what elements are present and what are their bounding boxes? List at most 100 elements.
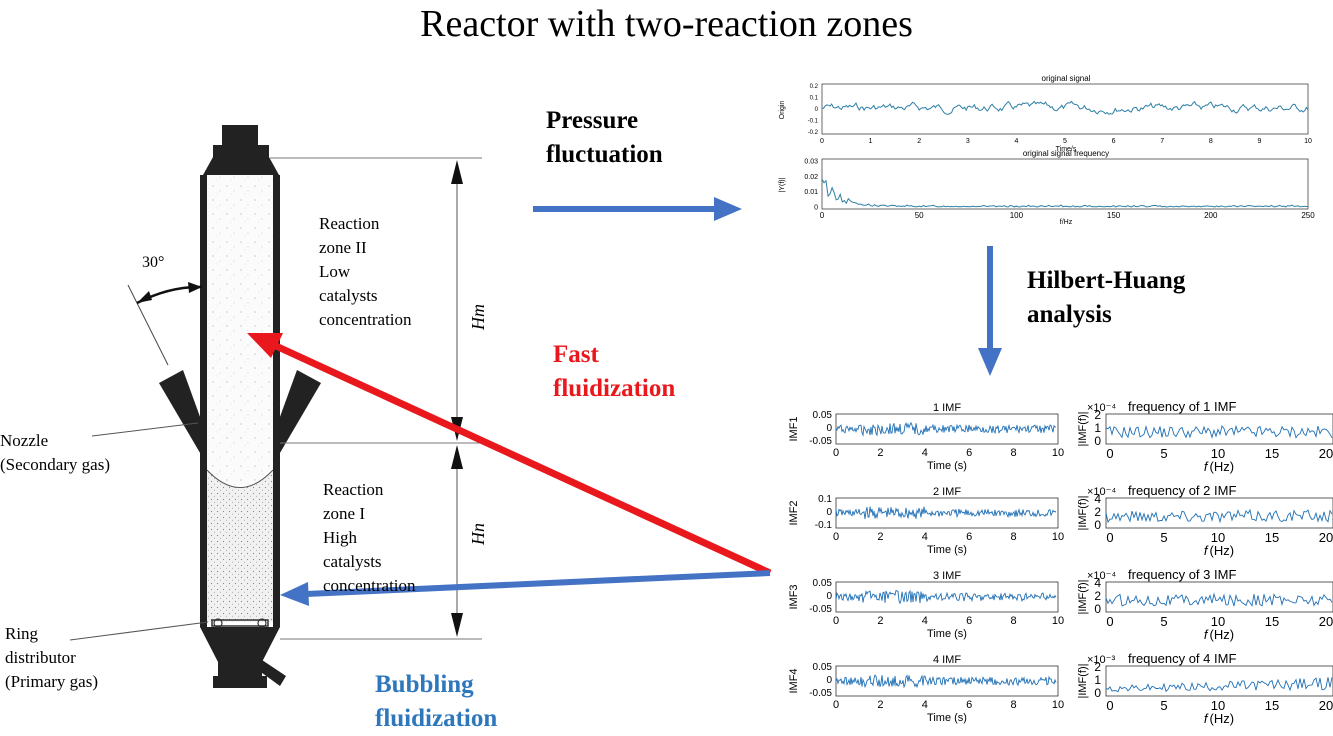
original-signal-xlabel: Time/s [1056,146,1077,153]
x-tick-label: 0 [1106,698,1113,713]
x-tick-label: 0 [820,138,824,145]
angle-label: 30° [142,254,165,271]
original-frequency-ylabel: |Y(f)| [779,177,786,192]
imf-ylabel: IMF3 [788,584,800,609]
imf-xlabel: Time (s) [927,628,967,640]
pressure-fluctuation-label: Pressure fluctuation [546,107,663,168]
imf-freq-ylabel: |IMF(f)| [1077,495,1089,530]
x-tick-label: 10 [1211,614,1225,629]
x-tick-label: 10 [1211,446,1225,461]
y-tick-label: -0.05 [809,604,832,615]
imf-ylabel: IMF1 [788,416,800,441]
hht-arrow [978,246,1002,376]
imf-freq-title: frequency of 1 IMF [1128,399,1236,414]
imf-freq-xlabel: f(Hz) [1204,459,1234,474]
original-frequency-xlabel: f/Hz [1060,219,1073,226]
x-tick-label: 10 [1211,698,1225,713]
x-tick-label: 10 [1052,447,1064,459]
x-tick-label: 20 [1319,698,1333,713]
y-tick-label: 2 [1094,505,1101,519]
x-tick-label: 20 [1319,530,1333,545]
original-signal-ylabel: Origin [779,101,786,120]
bubbling-fluidization-arrow [280,570,771,606]
y-tick-label: 0 [826,507,832,518]
x-tick-label: 8 [1011,531,1017,543]
imf-title: 4 IMF [933,654,961,666]
y-tick-label: 0.02 [804,174,818,181]
y-tick-label: 2 [1094,589,1101,603]
imf-freq-xlabel: f(Hz) [1204,711,1234,726]
x-tick-label: 10 [1304,138,1312,145]
hm-label: Hm [468,304,488,330]
imf-trace [835,589,1057,605]
bubbling-fluidization-label: Bubbling fluidization [375,671,498,732]
x-tick-label: 3 [966,138,970,145]
zone1-label: Reaction zone I High catalysts concentra… [323,480,416,595]
imf-freq-ylabel: |IMF(f)| [1077,663,1089,698]
y-tick-label: 0.05 [813,662,833,673]
y-tick-label: 0.01 [804,189,818,196]
x-tick-label: 6 [966,531,972,543]
imf-freq-xlabel: f(Hz) [1204,627,1234,642]
y-tick-label: 4 [1094,576,1101,590]
y-tick-label: 0 [1094,518,1101,532]
imf-freq-trace [1105,677,1333,693]
imf-xlabel: Time (s) [927,544,967,556]
y-tick-label: 0 [1094,686,1101,700]
hilbert-huang-label: Hilbert-Huang analysis [1027,267,1186,328]
x-tick-label: 2 [877,615,883,627]
dimension-lines [270,157,482,640]
imf-freq-exponent: ×10⁻³ [1087,654,1115,666]
imf-trace [835,421,1057,437]
x-tick-label: 6 [966,615,972,627]
x-tick-label: 10 [1052,531,1064,543]
y-tick-label: 0.1 [818,494,832,505]
x-tick-label: 20 [1319,446,1333,461]
x-tick-label: 150 [1107,211,1121,220]
y-tick-label: 2 [1094,408,1101,422]
imf-freq-title: frequency of 2 IMF [1128,483,1236,498]
x-tick-label: 8 [1209,138,1213,145]
zone2-label: Reaction zone II Low catalysts concentra… [319,214,412,329]
imf-ylabel: IMF4 [788,668,800,693]
y-tick-label: -0.2 [808,130,819,136]
x-tick-label: 20 [1319,614,1333,629]
y-tick-label: 0.1 [810,96,819,102]
x-tick-label: 100 [1010,211,1024,220]
imf-freq-title: frequency of 4 IMF [1128,651,1236,666]
y-tick-label: 0 [826,591,832,602]
x-tick-label: 8 [1011,447,1017,459]
y-tick-label: 2 [1094,660,1101,674]
x-tick-label: 0 [1106,446,1113,461]
x-tick-label: 0 [833,531,839,543]
x-tick-label: 2 [877,447,883,459]
imf-xlabel: Time (s) [927,460,967,472]
x-tick-label: 2 [877,531,883,543]
x-tick-label: 5 [1160,530,1167,545]
x-tick-label: 6 [1112,138,1116,145]
y-tick-label: 0.05 [813,410,833,421]
x-tick-label: 0 [1106,614,1113,629]
x-tick-label: 6 [966,699,972,711]
imf-freq-trace [1105,424,1333,439]
y-tick-label: 0 [826,675,832,686]
y-tick-label: 1 [1094,421,1101,435]
nozzle-label: Nozzle (Secondary gas) [0,431,110,474]
y-tick-label: -0.1 [808,119,819,125]
y-tick-label: 0 [826,423,832,434]
nozzle-leader [91,422,199,437]
imf-freq-title: frequency of 3 IMF [1128,567,1236,582]
x-tick-label: 4 [922,531,928,543]
pressure-arrow [533,197,742,221]
ring-leader [69,621,209,641]
angle-marker [127,282,203,366]
original-signal-line [821,100,1309,115]
x-tick-label: 10 [1052,699,1064,711]
imf-trace [835,506,1057,520]
original-frequency-line [821,178,1309,208]
y-tick-label: 0 [1094,602,1101,616]
